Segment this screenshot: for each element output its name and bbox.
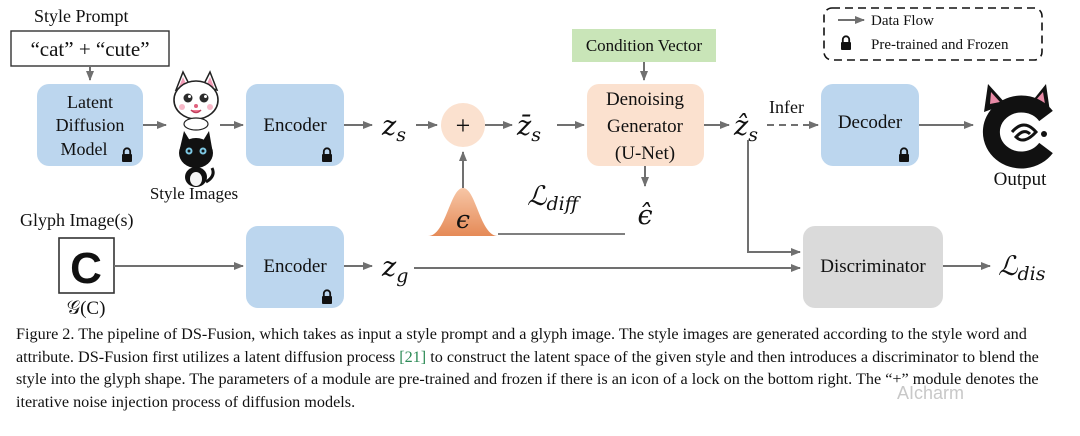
watermark-text: AIcharm xyxy=(897,383,965,403)
style-prompt-title: Style Prompt xyxy=(34,6,129,26)
legend-box xyxy=(823,7,1043,61)
glyph-letter: C xyxy=(70,244,102,293)
z-bar-s-symbol: z̄s xyxy=(516,111,541,146)
encoder-glyph-box xyxy=(246,226,344,308)
caption-part-1: Figure 2. The pipeline of DS-Fusion, whi… xyxy=(16,325,1027,366)
ldm-box xyxy=(37,84,143,166)
pipeline-diagram: Data Flow Pre-trained and Frozen Style P… xyxy=(10,6,1053,319)
ldm-label-3: Model xyxy=(61,139,108,159)
glyph-images-label: Glyph Image(s) xyxy=(20,210,133,231)
white-cat-image xyxy=(173,70,219,131)
style-images-label: Style Images xyxy=(150,184,238,203)
denoiser-label-2: Generator xyxy=(607,116,684,137)
denoiser-label-3: (U-Net) xyxy=(615,143,675,164)
encoder-style-box xyxy=(246,84,344,166)
ldm-label-2: Diffusion xyxy=(56,115,125,135)
decoder-label: Decoder xyxy=(838,112,903,133)
lock-icon xyxy=(840,35,852,51)
caption-reference-link[interactable]: [21] xyxy=(399,347,427,366)
denoiser-label-1: Denoising xyxy=(606,89,685,110)
loss-diff-symbol: ℒdiff xyxy=(527,181,582,215)
epsilon-symbol: ϵ xyxy=(456,205,470,234)
z-g-symbol: zg xyxy=(381,252,408,287)
condition-vector-label: Condition Vector xyxy=(586,36,703,55)
arrow-zhat-to-discriminator xyxy=(747,140,801,256)
decoder-box xyxy=(821,84,919,166)
noise-distribution xyxy=(428,188,498,236)
condition-vector-box xyxy=(572,29,716,62)
black-cat-image xyxy=(179,131,215,187)
output-label: Output xyxy=(994,169,1048,190)
legend-frozen: Pre-trained and Frozen xyxy=(871,37,1009,53)
z-s-symbol: zs xyxy=(381,111,406,146)
encoder-glyph-label: Encoder xyxy=(263,256,327,277)
discriminator-box xyxy=(803,226,943,308)
infer-label: Infer xyxy=(769,97,804,117)
plus-symbol: + xyxy=(456,111,471,140)
loss-dis-symbol: ℒdis xyxy=(998,251,1046,285)
figure-caption: Figure 2. The pipeline of DS-Fusion, whi… xyxy=(16,323,1068,413)
denoiser-box xyxy=(587,84,704,166)
z-hat-s-symbol: ẑs xyxy=(733,111,758,146)
ldm-label-1: Latent xyxy=(67,92,113,112)
output-glyph-image xyxy=(982,84,1053,169)
legend: Data Flow Pre-trained and Frozen xyxy=(823,7,1043,61)
discriminator-label: Discriminator xyxy=(820,256,926,277)
epsilon-hat-symbol: ϵ̂ xyxy=(637,200,652,231)
legend-data-flow: Data Flow xyxy=(871,13,934,29)
encoder-style-label: Encoder xyxy=(263,115,327,136)
watermark: AIcharm xyxy=(897,383,964,404)
glyph-function-label: 𝒢(C) xyxy=(67,298,106,319)
plus-node xyxy=(441,103,485,147)
style-prompt-text: “cat” + “cute” xyxy=(30,37,149,61)
caption-part-2: to construct the latent space of the giv… xyxy=(16,347,1039,411)
